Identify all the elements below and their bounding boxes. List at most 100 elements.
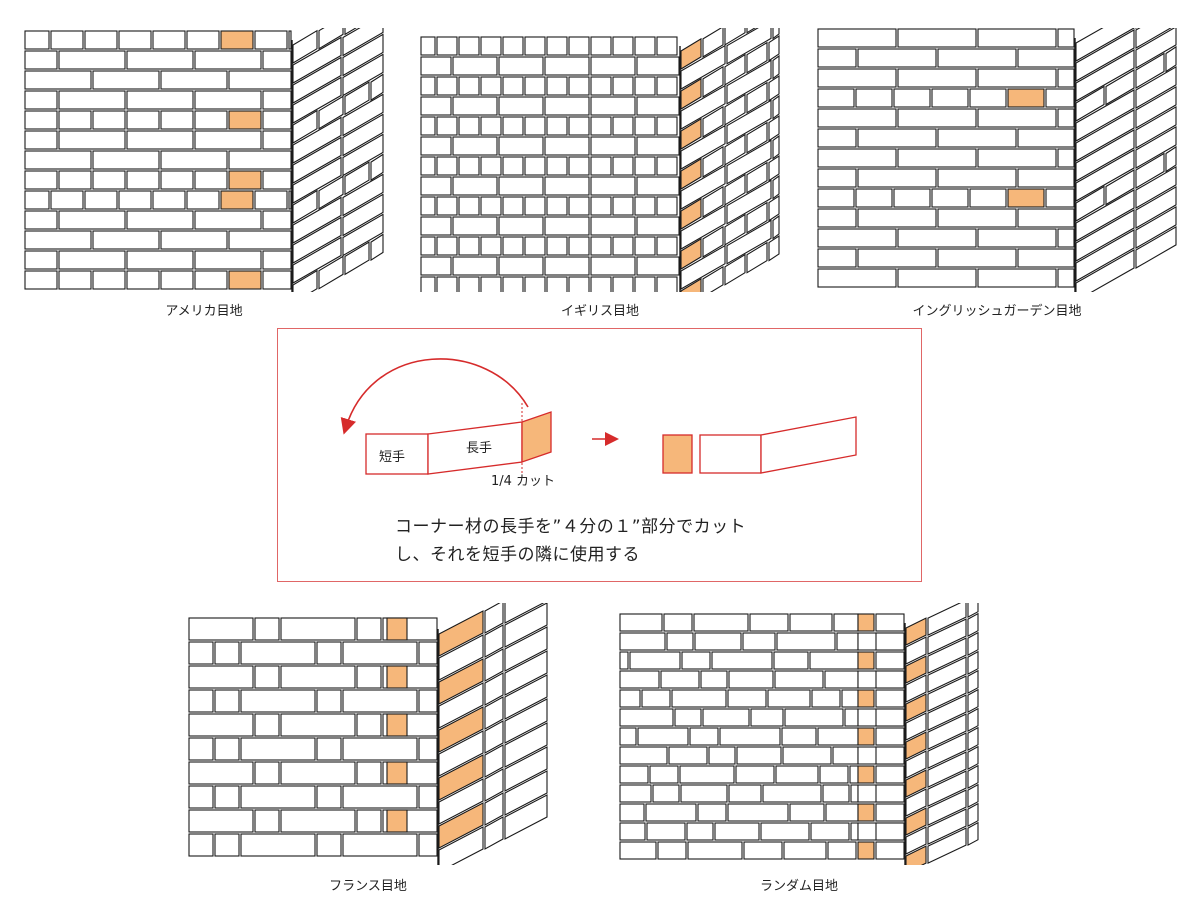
brick (280, 761, 356, 785)
brick (342, 737, 418, 761)
brick (420, 176, 452, 196)
brick (262, 130, 292, 150)
side-brick (292, 236, 342, 284)
brick (194, 170, 228, 190)
side-brick (504, 603, 548, 648)
brick (875, 746, 905, 765)
brick (126, 170, 160, 190)
brick (656, 196, 678, 216)
brick (700, 670, 728, 689)
side-brick (1135, 28, 1177, 69)
side-brick (292, 36, 342, 84)
brick (832, 746, 859, 765)
side-brick (1075, 29, 1135, 82)
brick (480, 156, 502, 176)
side-brick (438, 682, 484, 729)
brick (857, 128, 937, 148)
brick (480, 76, 502, 96)
brick (420, 76, 436, 96)
brick (674, 708, 702, 727)
quarter-brick (857, 613, 875, 632)
side-brick (484, 672, 504, 706)
side-brick (342, 193, 384, 237)
brick (937, 128, 1017, 148)
side-brick (726, 179, 772, 225)
brick (1057, 268, 1075, 288)
brick (544, 136, 590, 156)
brick (1057, 68, 1075, 88)
side-brick (292, 56, 342, 104)
brick (126, 90, 194, 110)
side-brick (772, 174, 780, 200)
brick (214, 689, 240, 713)
brick (280, 809, 356, 833)
brick (480, 276, 502, 292)
side-quarter-brick (680, 197, 702, 230)
brick (436, 236, 458, 256)
brick (126, 110, 160, 130)
side-brick (927, 808, 967, 845)
american-bond-caption: アメリカ目地 (165, 304, 243, 319)
side-brick (724, 173, 746, 206)
brick (719, 727, 781, 746)
brick (875, 727, 905, 746)
side-brick (746, 121, 768, 154)
short-side-brick (365, 433, 429, 475)
brick (502, 156, 524, 176)
side-brick (318, 95, 344, 130)
side-brick (1075, 28, 1135, 62)
brick (637, 727, 689, 746)
side-brick (1105, 69, 1135, 106)
brick (480, 196, 502, 216)
brick (254, 665, 280, 689)
side-brick (724, 133, 746, 166)
side-brick (967, 631, 979, 657)
brick (619, 613, 663, 632)
random-bond-brick-drawing (619, 603, 979, 865)
brick (590, 196, 612, 216)
brick (875, 651, 905, 670)
brick (24, 170, 58, 190)
side-brick (504, 698, 548, 744)
brick (590, 256, 636, 276)
brick (636, 216, 680, 236)
quarter-brick (228, 170, 262, 190)
quarter-brick (386, 617, 408, 641)
brick (420, 196, 436, 216)
brick (612, 116, 634, 136)
brick (728, 784, 762, 803)
brick (356, 665, 382, 689)
brick (568, 116, 590, 136)
long-side-label: 長手 (466, 441, 493, 456)
brick (160, 230, 228, 250)
brick (857, 248, 937, 268)
brick (641, 689, 671, 708)
brick (84, 30, 118, 50)
side-brick (504, 674, 548, 720)
brick (188, 785, 214, 809)
brick (931, 188, 969, 208)
side-brick (484, 744, 504, 778)
brick (568, 276, 590, 292)
quarter-brick (857, 841, 875, 860)
side-brick (927, 656, 967, 693)
brick (875, 765, 905, 784)
brick (781, 727, 817, 746)
side-brick (1135, 65, 1177, 109)
brick (262, 170, 292, 190)
brick (92, 170, 126, 190)
brick (634, 76, 656, 96)
brick (214, 833, 240, 857)
side-brick (768, 34, 780, 62)
brick (619, 746, 668, 765)
brick (590, 236, 612, 256)
brick (262, 250, 292, 270)
side-brick (724, 253, 746, 286)
brick (458, 76, 480, 96)
brick (194, 50, 262, 70)
side-quarter-brick (905, 845, 927, 865)
brick (636, 256, 680, 276)
side-brick (726, 219, 772, 265)
brick (977, 68, 1057, 88)
brick (817, 188, 855, 208)
